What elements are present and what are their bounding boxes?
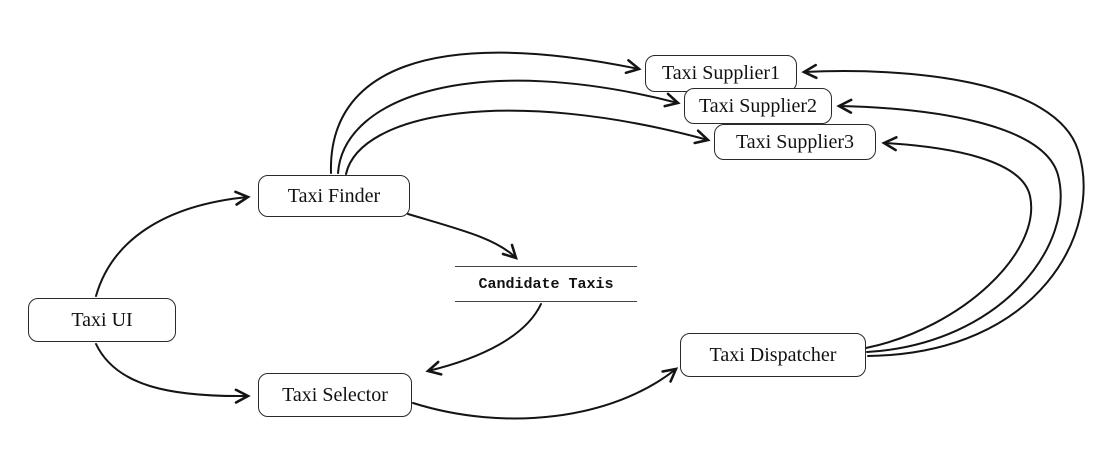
- edge-taxi-dispatcher-to-supplier1: [801, 63, 1085, 357]
- edge-taxi-dispatcher-to-supplier2: [836, 98, 1062, 353]
- node-taxi-supplier2-label: Taxi Supplier2: [698, 94, 818, 117]
- edge-taxi-dispatcher-to-supplier3: [865, 136, 1033, 349]
- edge-taxi-finder-to-supplier3: [345, 109, 711, 175]
- node-taxi-selector-label: Taxi Selector: [282, 383, 388, 406]
- node-taxi-dispatcher: Taxi Dispatcher: [680, 333, 866, 377]
- node-taxi-supplier1: Taxi Supplier1: [645, 55, 797, 92]
- edge-taxi-ui-to-taxi-finder: [95, 190, 251, 297]
- node-taxi-ui-label: Taxi UI: [71, 308, 133, 331]
- node-taxi-finder: Taxi Finder: [258, 175, 410, 217]
- node-candidate-taxis-label: Candidate Taxis: [478, 275, 614, 293]
- node-taxi-supplier3: Taxi Supplier3: [714, 124, 876, 160]
- node-taxi-supplier2: Taxi Supplier2: [684, 88, 832, 124]
- edge-candidate-taxis-to-taxi-selector: [425, 303, 542, 376]
- edge-taxi-finder-to-candidate-taxis: [407, 213, 518, 260]
- node-taxi-supplier3-label: Taxi Supplier3: [735, 130, 855, 153]
- node-taxi-finder-label: Taxi Finder: [287, 184, 381, 207]
- node-taxi-selector: Taxi Selector: [258, 373, 412, 417]
- edge-taxi-finder-to-supplier2: [337, 79, 681, 174]
- node-taxi-supplier1-label: Taxi Supplier1: [661, 62, 781, 84]
- edge-taxi-finder-to-supplier1: [329, 51, 642, 174]
- node-taxi-ui: Taxi UI: [28, 298, 176, 342]
- edge-taxi-selector-to-taxi-dispatcher: [412, 367, 679, 420]
- node-candidate-taxis: Candidate Taxis: [455, 266, 637, 302]
- node-taxi-dispatcher-label: Taxi Dispatcher: [709, 343, 837, 366]
- edge-taxi-ui-to-taxi-selector: [95, 343, 251, 404]
